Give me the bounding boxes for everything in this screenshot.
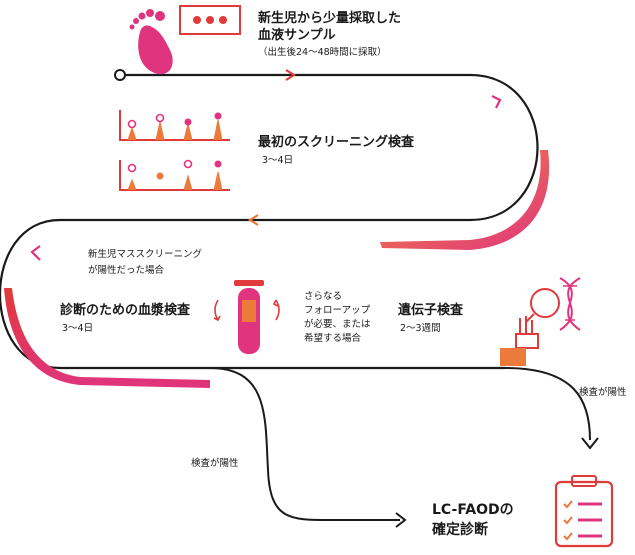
chevron-4 [30,245,41,261]
step2-duration: 3〜4日 [262,155,294,166]
arrow-down [581,437,599,450]
screening-chart-icon [119,110,230,191]
chevron-1 [285,69,297,81]
arrow-right [395,512,407,528]
flow-start-node [114,69,126,81]
footprint-icon [129,9,173,75]
step4-condition-line2: フォローアップ [304,305,371,316]
blood-tube-icon [213,280,280,354]
step3-condition-line2: が陽性だった場合 [88,265,165,276]
positive-label-right: 検査が陽性 [579,387,627,398]
step4-condition-line4: 希望する場合 [304,333,362,344]
step4-duration: 2〜3週間 [400,323,441,334]
step3-condition-line1: 新生児マススクリーニング [88,249,203,260]
step3-duration: 3〜4日 [62,323,94,334]
step4-condition-line1: さらなる [304,291,343,302]
chevron-3 [247,214,259,226]
step4-title: 遺伝子検査 [398,303,464,318]
step1-title-line2: 血液サンプル [258,28,336,43]
branch-right [504,367,591,441]
branch-left [209,367,400,521]
step2-title: 最初のスクリーニング検査 [258,135,415,150]
final-line1: LC-FAODの [432,502,514,518]
final-line2: 確定診断 [432,522,488,538]
clipboard-icon [554,475,614,548]
chevron-2 [491,95,502,109]
flow-path [0,73,539,370]
accent-ribbon-right [380,150,550,250]
step3-title: 診断のための血漿検査 [60,303,191,318]
dna-magnifier-icon [500,277,581,366]
step1-title-line1: 新生児から少量採取した [258,11,402,26]
step4-condition-line3: が必要、または [304,319,371,330]
positive-label-left: 検査が陽性 [191,458,239,469]
step1-note: （出生後24〜48時間に採取） [258,47,387,58]
blood-card-icon [179,5,241,35]
